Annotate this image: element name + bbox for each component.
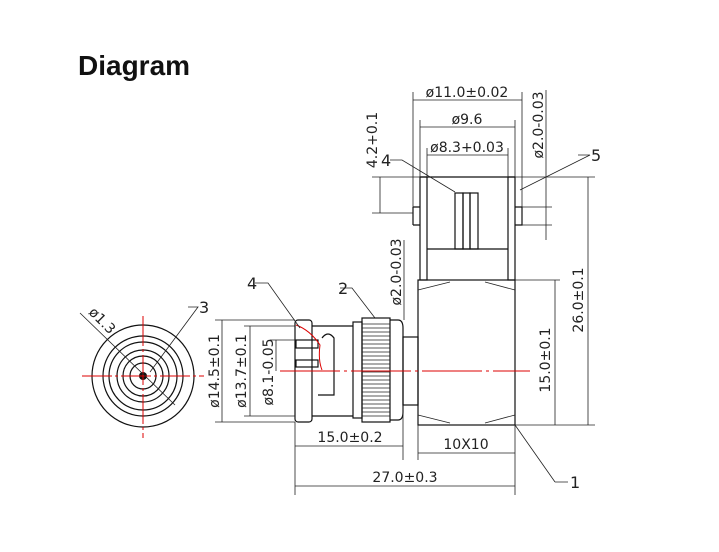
dim-body-size: 10X10 <box>443 437 488 453</box>
dim-groove-dia-left: ø2.0-0.03 <box>389 238 405 305</box>
dim-plug-dia: ø14.5±0.1 <box>207 334 223 408</box>
dim-total-height: 26.0±0.1 <box>571 267 587 332</box>
callout-5: 5 <box>591 146 601 165</box>
callout-1: 1 <box>570 473 580 492</box>
front-view <box>79 312 204 438</box>
dimension-lines <box>149 90 595 495</box>
dim-outer-dia: ø11.0±0.02 <box>426 85 509 101</box>
callout-2: 2 <box>338 279 348 298</box>
dim-plug-inner-dia: ø13.7±0.1 <box>234 334 250 408</box>
dim-insulator-dia: ø8.1-0.05 <box>261 338 277 405</box>
dim-mid-dia: ø9.6 <box>452 112 483 128</box>
dim-plug-length: 15.0±0.2 <box>317 430 382 446</box>
dim-total-length: 27.0±0.3 <box>372 470 437 486</box>
callout-3: 3 <box>199 298 209 317</box>
dim-groove-height: 4.2+0.1 <box>365 112 381 168</box>
page-title: Diagram <box>78 50 191 81</box>
dim-inner-dia: ø8.3+0.03 <box>430 140 504 156</box>
dim-pin-dia: ø1.3 <box>85 305 118 338</box>
knurled-nut <box>352 317 404 423</box>
dim-groove-dia-right: ø2.0-0.03 <box>531 91 547 158</box>
callout-4-plug: 4 <box>247 274 257 293</box>
vertical-tube <box>412 176 523 281</box>
dim-body-height: 15.0±0.1 <box>538 327 554 392</box>
callout-4-tube: 4 <box>381 151 391 170</box>
connector-body <box>402 279 516 426</box>
